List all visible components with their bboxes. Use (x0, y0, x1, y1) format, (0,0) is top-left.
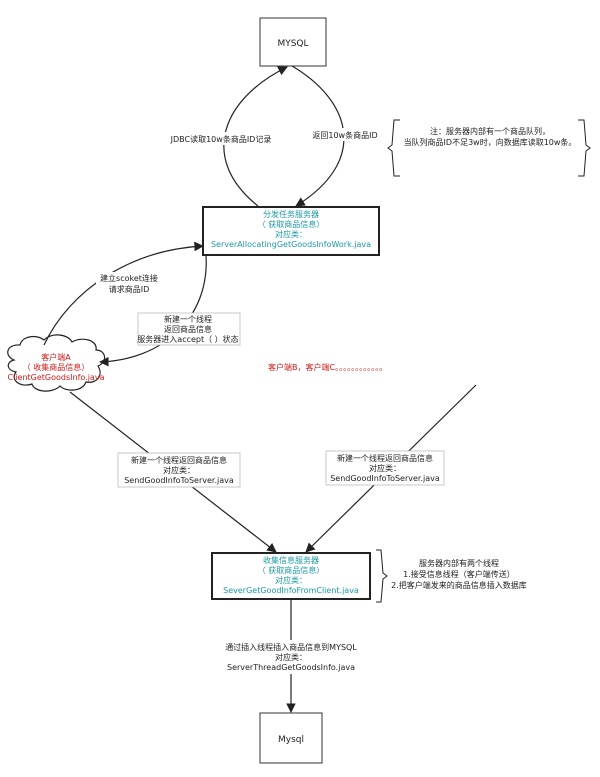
label-insert-line3: ServerThreadGetGoodsInfo.java (227, 663, 355, 672)
label-send-right-line2: 对应类： (369, 463, 401, 473)
label-new-thread-a: 新建一个线程 返回商品信息 服务器进入accept（ ）状态 (137, 312, 241, 346)
label-send-right: 新建一个线程返回商品信息 对应类： SendGoodInfoToServer.j… (325, 450, 445, 486)
label-send-left: 新建一个线程返回商品信息 对应类： SendGoodInfoToServer.j… (117, 452, 241, 488)
cloud-shape (7, 334, 106, 392)
client-a-subtitle: （ 收集商品信息） (23, 362, 90, 372)
mysql-bottom-node: Mysql (259, 712, 323, 764)
dispatch-server-class-name: ServerAllocatingGetGoodsInfoWork.java (211, 240, 371, 249)
dispatch-server-node: 分发任务服务器 （ 获取商品信息） 对应类： ServerAllocatingG… (202, 206, 380, 256)
label-return-ids-text: 返回10w条商品ID (312, 130, 377, 140)
client-a-title: 客户端A (41, 352, 71, 362)
collect-server-node: 收集信息服务器 （ 获取商品信息） 对应类： SeverGetGoodInfoF… (211, 552, 371, 600)
label-return-ids: 返回10w条商品ID (309, 128, 381, 141)
queue-note: 注：服务器内部有一个商品队列， 当队列商品ID不足3w时，向数据库读取10w条。 (387, 119, 591, 177)
label-send-right-line1: 新建一个线程返回商品信息 (337, 453, 433, 463)
clients-bc-label: 客户端B，客户端C。。。。。。。。。。。。 (268, 362, 387, 372)
label-new-thread-a-line2: 返回商品信息 (164, 324, 212, 334)
label-insert-line1: 通过插入线程插入商品信息到MYSQL (225, 642, 357, 652)
label-socket-line2: 请求商品ID (109, 284, 150, 294)
collect-server-subtitle: （ 获取商品信息） (258, 565, 325, 575)
label-send-left-line3: SendGoodInfoToServer.java (124, 476, 234, 485)
label-send-right-line3: SendGoodInfoToServer.java (330, 474, 440, 483)
client-a-class-name: ClientGetGoodsInfo.java (8, 373, 105, 382)
threads-note-line3: 2.把客户端发来的商品信息插入数据库 (391, 580, 527, 590)
label-jdbc-read: JDBC读取10w条商品ID记录 (168, 132, 274, 145)
threads-note-line1: 服务器内部有两个线程 (419, 558, 499, 568)
label-new-thread-a-line1: 新建一个线程 (164, 314, 212, 324)
threads-note-line2: 1.接受信息线程（客户端传送） (403, 569, 515, 579)
label-send-left-line1: 新建一个线程返回商品信息 (131, 455, 227, 465)
label-new-thread-a-line3: 服务器进入accept（ ）状态 (137, 334, 238, 344)
edge-jdbc-read (223, 66, 288, 207)
label-socket-line1: 建立scoket连接 (100, 273, 158, 283)
collect-server-class-name: SeverGetGoodInfoFromClient.java (223, 586, 359, 595)
collect-server-class-label: 对应类： (275, 575, 307, 585)
queue-note-line1: 注：服务器内部有一个商品队列， (430, 126, 550, 136)
client-a-node: 客户端A （ 收集商品信息） ClientGetGoodsInfo.java (7, 334, 106, 392)
mysql-top-node: MYSQL (259, 17, 327, 67)
threads-note: 服务器内部有两个线程 1.接受信息线程（客户端传送） 2.把客户端发来的商品信息… (376, 549, 527, 603)
dispatch-server-class-label: 对应类： (275, 229, 307, 239)
queue-note-line2: 当队列商品ID不足3w时，向数据库读取10w条。 (404, 137, 577, 147)
mysql-bottom-label: Mysql (278, 735, 304, 745)
label-jdbc-read-text: JDBC读取10w条商品ID记录 (170, 134, 272, 144)
dispatch-server-title: 分发任务服务器 (263, 209, 319, 219)
label-insert: 通过插入线程插入商品信息到MYSQL 对应类： ServerThreadGetG… (220, 640, 362, 674)
right-brace-icon (578, 119, 591, 177)
dispatch-server-subtitle: （ 获取商品信息） (258, 219, 325, 229)
label-socket: 建立scoket连接 请求商品ID (96, 272, 162, 296)
label-insert-line2: 对应类： (275, 652, 307, 662)
mysql-top-label: MYSQL (277, 39, 308, 49)
left-brace-icon (387, 119, 400, 177)
brace-icon (376, 549, 388, 603)
label-send-left-line2: 对应类： (163, 465, 195, 475)
collect-server-title: 收集信息服务器 (263, 555, 319, 565)
